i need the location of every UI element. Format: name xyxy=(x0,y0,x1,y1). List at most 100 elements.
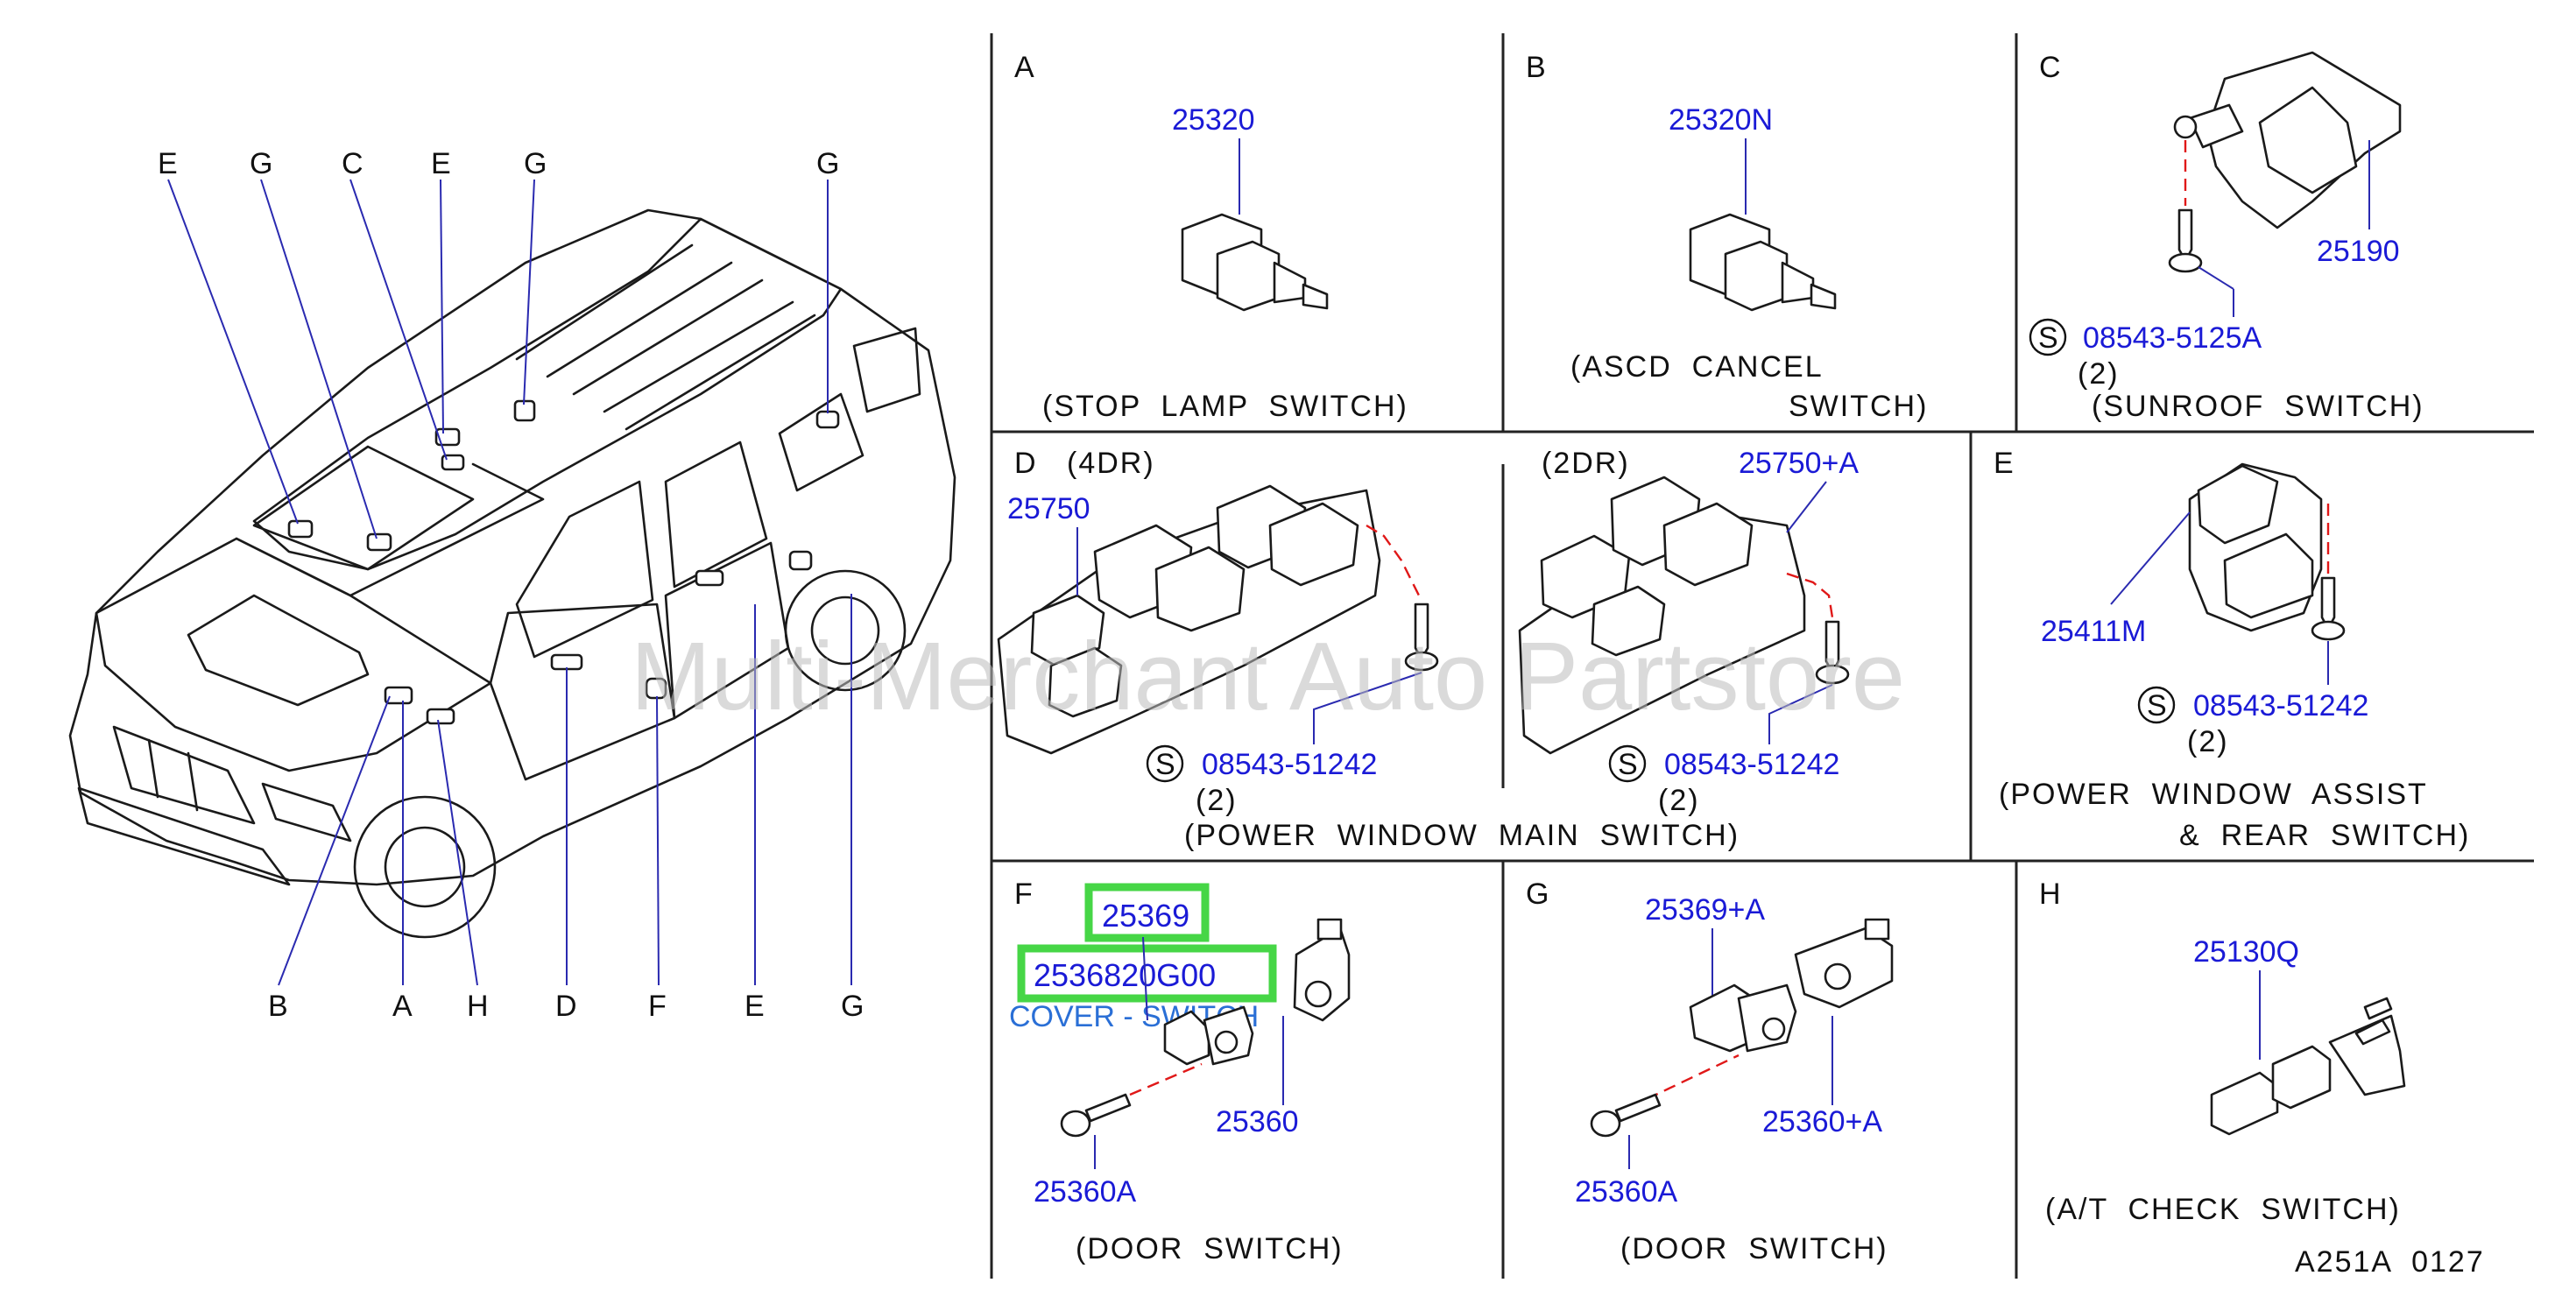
door-switch-g-drawing xyxy=(1689,918,1894,1053)
panel-e-caption-line1: (POWER WINDOW ASSIST xyxy=(1999,778,2428,811)
panel-f-letter: F xyxy=(1014,878,1034,911)
panel-d-leader-25750a xyxy=(1786,481,1827,533)
panel-e-part-25411m[interactable]: 25411M xyxy=(2041,615,2146,648)
roof-rail-3 xyxy=(572,278,764,396)
callout-bottom-g: G xyxy=(841,990,865,1023)
panel-f-caption: (DOOR SWITCH) xyxy=(1076,1232,1344,1265)
sunroof-switch-drawing xyxy=(2173,51,2402,229)
grille xyxy=(112,725,256,825)
panel-f-highlight-25369 xyxy=(1084,883,1210,942)
panel-c: C 25190 S 08543-5125A (2) (SUNROOF SWITC… xyxy=(2029,51,2424,423)
hood xyxy=(95,537,492,772)
panel-b: B 25320N (ASCD CANCEL SWITCH) xyxy=(1526,51,1928,423)
panel-f-screw xyxy=(1060,1093,1132,1138)
panel-c-letter: C xyxy=(2039,51,2063,84)
panel-d-2dr-std-mark xyxy=(1608,744,1647,783)
rear-door-window xyxy=(664,441,768,589)
roof-rail-4 xyxy=(603,300,794,413)
leader-bottom-b xyxy=(278,695,391,986)
panel-b-part-25320n[interactable]: 25320N xyxy=(1669,103,1773,137)
panel-h-part-25130q[interactable]: 25130Q xyxy=(2193,935,2299,969)
callout-bottom-h: H xyxy=(467,990,490,1023)
panel-c-part-25190[interactable]: 25190 xyxy=(2317,235,2400,268)
panel-a-part-25320[interactable]: 25320 xyxy=(1172,103,1255,137)
leader-top-c xyxy=(349,179,448,461)
ascd-cancel-switch-drawing xyxy=(1689,213,1837,312)
panel-d-part-25750[interactable]: 25750 xyxy=(1007,492,1090,525)
panel-f-part-25360[interactable]: 25360 xyxy=(1216,1105,1299,1138)
callout-bottom-a: A xyxy=(392,990,414,1023)
panel-f-part-25369[interactable]: 25369 xyxy=(1102,898,1189,934)
panel-g-part-25360-a[interactable]: 25360+A xyxy=(1762,1105,1882,1138)
panel-h: H 25130Q (A/T CHECK SWITCH) A251A 0127 xyxy=(2039,878,2485,1279)
callout-top-e1: E xyxy=(158,147,180,180)
vehicle-roof xyxy=(252,217,843,571)
roof-rail-5 xyxy=(625,314,816,431)
leader-top-e2 xyxy=(440,179,444,434)
panel-c-part-08543-5125a[interactable]: 08543-5125A xyxy=(2083,321,2262,355)
roof-rail-2 xyxy=(546,261,733,378)
panel-f-part-2536820g00[interactable]: 2536820G00 xyxy=(1034,957,1216,993)
panel-a-letter: A xyxy=(1014,51,1036,84)
panel-b-caption-line2: SWITCH) xyxy=(1789,390,1928,423)
callout-top-g2: G xyxy=(524,147,548,180)
panel-d-4dr-install-dash xyxy=(1366,524,1421,596)
switch-marker-g1 xyxy=(366,532,392,552)
switch-marker-g4 xyxy=(788,550,813,571)
panel-e-letter: E xyxy=(1994,447,2015,480)
panel-d-letter: D xyxy=(1014,447,1038,480)
vehicle-overview: E G C E G G B A H D F E G xyxy=(68,147,956,1023)
panel-g-part-25369-a[interactable]: 25369+A xyxy=(1645,893,1765,927)
panel-c-leader-screw xyxy=(2198,266,2234,290)
diagram-code: A251A 0127 xyxy=(2295,1245,2485,1279)
switch-marker-e1 xyxy=(287,519,314,539)
panel-e-part-08543-51242[interactable]: 08543-51242 xyxy=(2193,689,2368,722)
panel-b-caption-line1: (ASCD CANCEL xyxy=(1570,350,1824,384)
front-wheel-hub xyxy=(384,826,466,908)
leader-top-e1 xyxy=(167,179,299,525)
switch-marker-h xyxy=(426,708,455,725)
panel-e: E 25411M S 08543-51242 (2) (POWER WINDOW… xyxy=(1994,447,2468,852)
panel-d-part-25750-a[interactable]: 25750+A xyxy=(1739,447,1859,480)
door-switch-f-drawing xyxy=(1163,918,1351,1066)
stop-lamp-switch-drawing xyxy=(1181,213,1329,312)
rear-wheel-hub xyxy=(810,596,880,666)
callout-top-g3: G xyxy=(816,147,841,180)
panel-e-screw xyxy=(2311,576,2346,641)
leader-bottom-h xyxy=(437,719,478,986)
panel-g-part-25360a[interactable]: 25360A xyxy=(1575,1175,1678,1209)
switch-marker-g3 xyxy=(815,410,840,429)
switch-marker-a xyxy=(384,686,413,705)
panel-g-letter: G xyxy=(1526,878,1550,911)
panel-g-install-dash xyxy=(1646,1054,1740,1101)
switch-marker-e3 xyxy=(695,569,724,587)
front-wheel xyxy=(353,795,497,939)
panel-f-part-25360a[interactable]: 25360A xyxy=(1034,1175,1137,1209)
panel-c-caption: (SUNROOF SWITCH) xyxy=(2092,390,2424,423)
panel-d-4dr-std-mark xyxy=(1146,744,1184,783)
panel-d: D (4DR) (2DR) 25750 S 08543-51242 (2) xyxy=(997,447,1859,852)
callout-bottom-d: D xyxy=(555,990,579,1023)
vehicle-body-outline xyxy=(68,208,956,886)
callout-bottom-e: E xyxy=(745,990,766,1023)
front-door xyxy=(489,603,676,781)
panel-d-part-08543-51242-4dr[interactable]: 08543-51242 xyxy=(1202,748,1377,781)
panel-d-4dr-qty: (2) xyxy=(1196,784,1238,817)
panel-d-part-08543-51242-2dr[interactable]: 08543-51242 xyxy=(1664,748,1839,781)
grille-bar-1 xyxy=(147,738,159,799)
headlight xyxy=(261,782,352,842)
callout-top-e2: E xyxy=(431,147,453,180)
panel-d-4dr-std-letter: S xyxy=(1155,748,1177,781)
front-door-window xyxy=(515,480,654,659)
panel-h-letter: H xyxy=(2039,878,2063,911)
rear-quarter-window xyxy=(778,392,865,492)
windshield xyxy=(252,445,475,571)
panel-f: F 25369 2536820G00 COVER - SWITCH 25360 … xyxy=(1009,878,1351,1265)
callout-top-c: C xyxy=(342,147,365,180)
rear-wheel xyxy=(784,569,907,692)
switch-marker-f xyxy=(645,677,667,700)
leader-top-g2 xyxy=(523,179,535,405)
panel-g-caption: (DOOR SWITCH) xyxy=(1620,1232,1888,1265)
